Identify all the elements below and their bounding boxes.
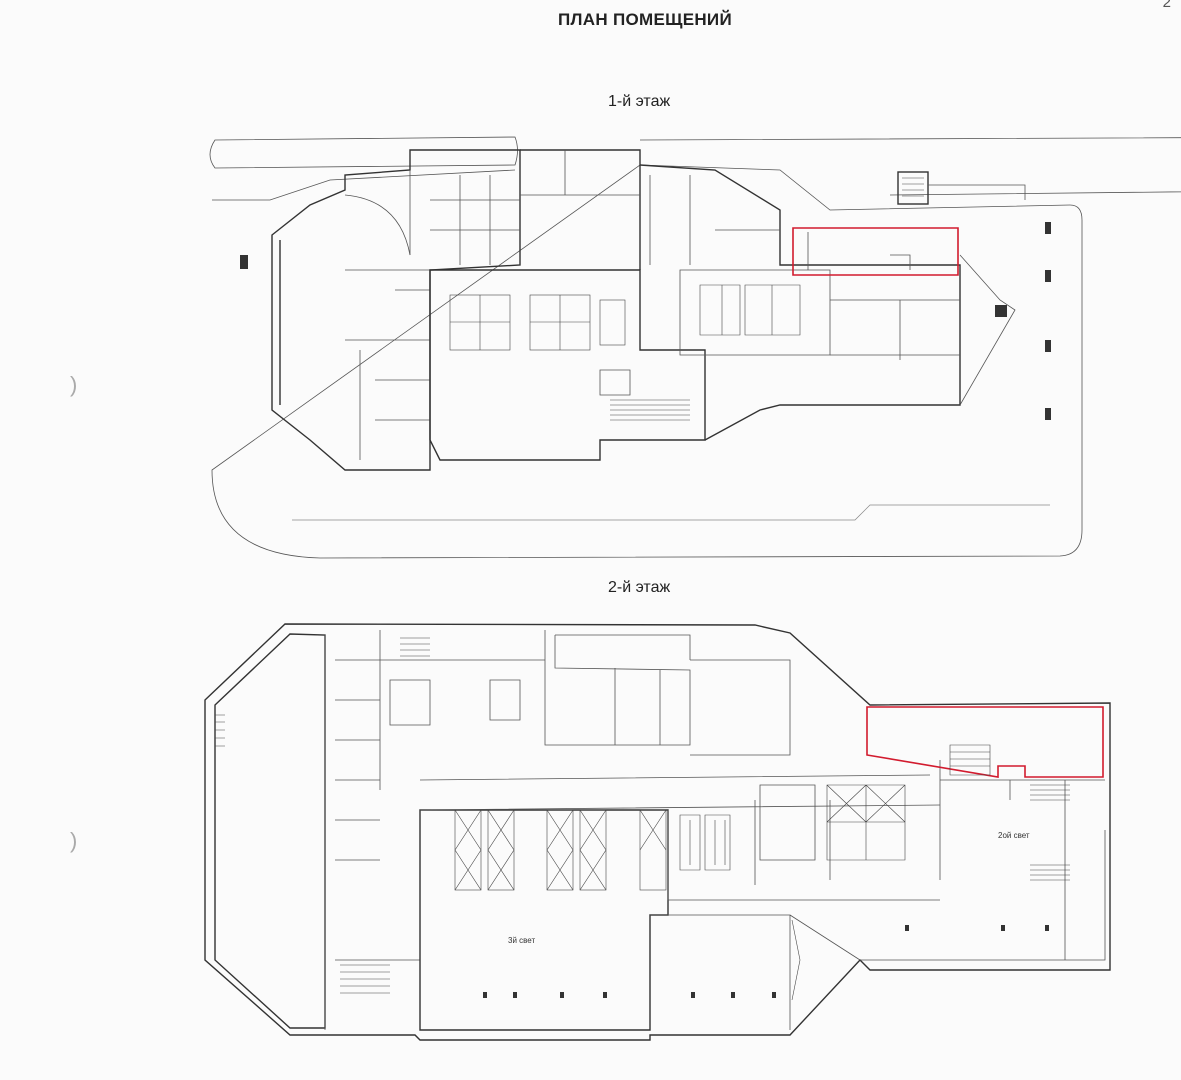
floor-1-highlighted-unit bbox=[792, 227, 959, 276]
floor-1-stair-annex bbox=[897, 171, 929, 205]
floor-2-highlighted-unit bbox=[866, 706, 1104, 778]
floor-1-columns bbox=[240, 222, 1051, 420]
floor-2-outline bbox=[204, 623, 1111, 1041]
floor-2-lift-cores bbox=[454, 809, 667, 891]
floor-1-right-wing bbox=[639, 164, 961, 441]
page-number: 2 bbox=[1162, 0, 1171, 11]
floor-1-left-wing bbox=[271, 149, 521, 471]
floor-2-label: 2-й этаж bbox=[608, 579, 671, 596]
floor-2-atrium-label: 3й свет bbox=[508, 936, 535, 945]
floor-2-atrium bbox=[419, 809, 669, 1031]
floor-1-lift-cores bbox=[449, 294, 626, 351]
binder-hole-mark: ) bbox=[70, 372, 78, 397]
floor-1-label: 1-й этаж bbox=[608, 93, 671, 110]
floor-2-columns bbox=[483, 925, 1049, 998]
document-title: ПЛАН ПОМЕЩЕНИЙ bbox=[558, 10, 732, 29]
floor-1-site-outline bbox=[209, 136, 518, 169]
binder-hole-mark: ) bbox=[70, 828, 78, 853]
floor-1-central-hall bbox=[429, 269, 706, 461]
floor-1-perimeter bbox=[211, 164, 1083, 559]
floor-2-double-height-label: 2ой свет bbox=[998, 831, 1030, 840]
